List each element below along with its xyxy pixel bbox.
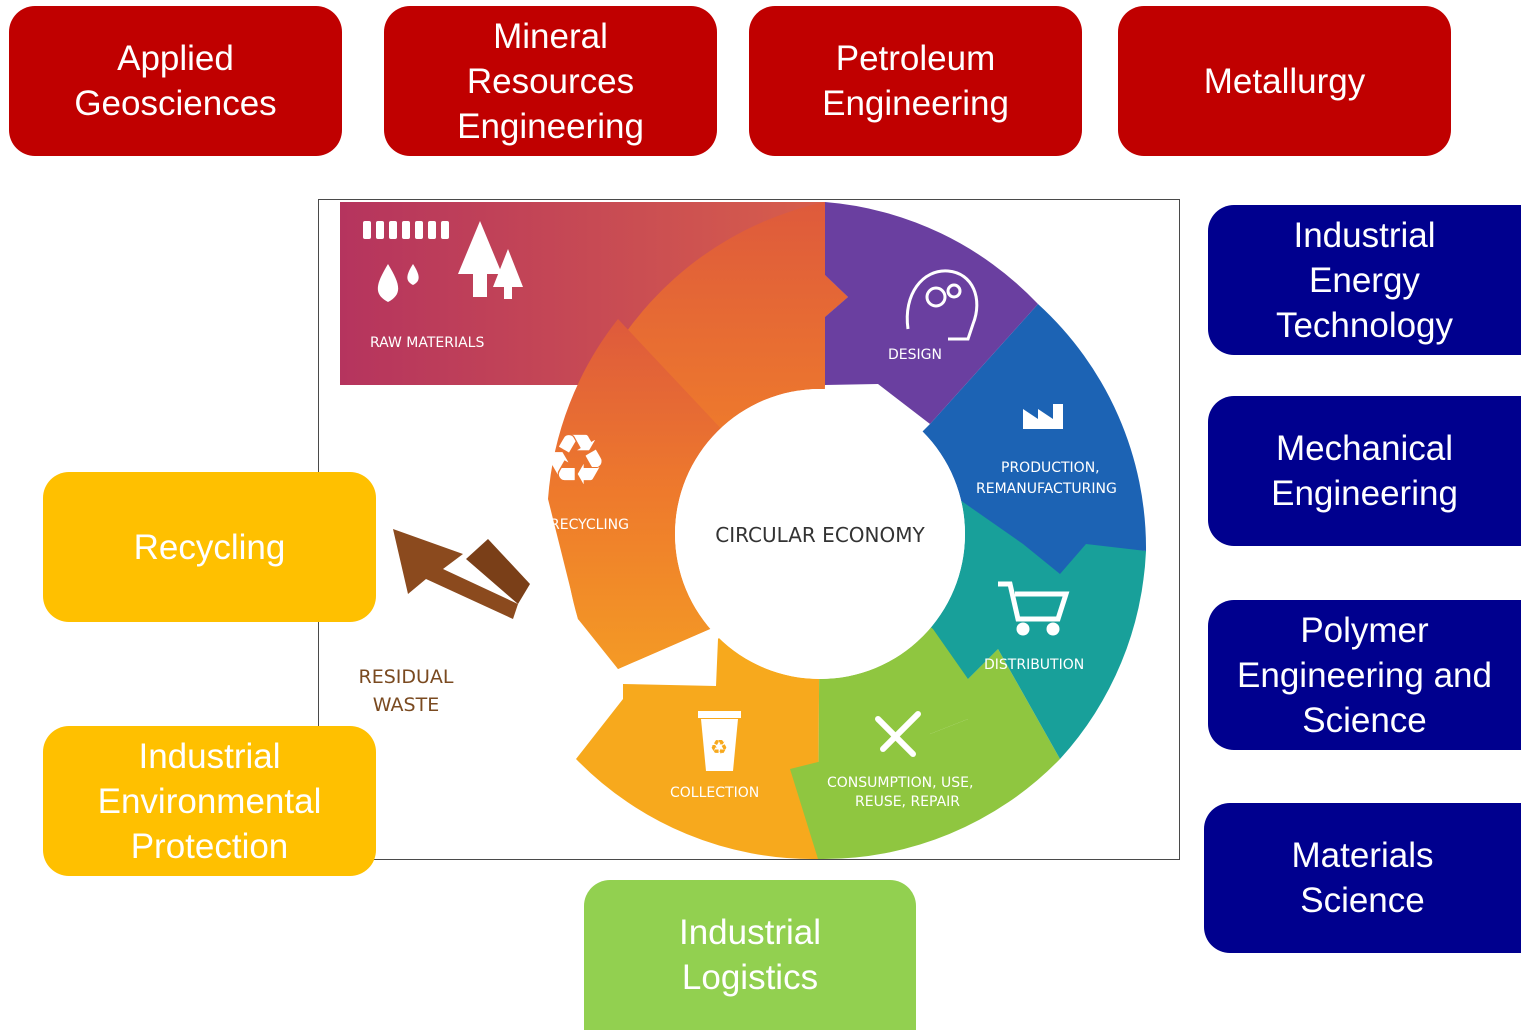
- water-drop-icon: [377, 264, 419, 302]
- circular-economy-label: CIRCULAR ECONOMY: [715, 523, 925, 547]
- residual-waste-label-2: WASTE: [373, 694, 439, 716]
- box-industrial-logistics: Industrial Logistics: [584, 880, 916, 1030]
- head-gears-icon: [905, 269, 979, 341]
- raw-materials-label: RAW MATERIALS: [370, 335, 484, 351]
- design-segment: [825, 202, 1038, 424]
- wheat-icon: [363, 221, 449, 239]
- residual-waste-arrow: [393, 529, 518, 619]
- box-recycling: Recycling: [43, 472, 376, 622]
- box-industrial-environmental-protection: Industrial Environmental Protection: [43, 726, 376, 876]
- residual-waste-label-1: RESIDUAL: [359, 666, 454, 688]
- box-materials-science: Materials Science: [1204, 803, 1521, 953]
- box-applied-geosciences: Applied Geosciences: [9, 6, 342, 156]
- shopping-cart-icon: [998, 581, 1070, 636]
- box-mechanical-engineering: Mechanical Engineering: [1208, 396, 1521, 546]
- production-label-1: PRODUCTION,: [1001, 460, 1100, 476]
- box-polymer-engineering-and-science: Polymer Engineering and Science: [1208, 600, 1521, 750]
- recycle-bin-icon: ♻: [698, 711, 741, 771]
- box-metallurgy: Metallurgy: [1118, 6, 1451, 156]
- design-label: DESIGN: [888, 347, 942, 363]
- circular-economy-diagram: ♻ ♻ RAW MATERIALS DESIGN PRODUCTION, REM…: [340, 202, 1147, 860]
- consumption-label-2: REUSE, REPAIR: [855, 794, 960, 810]
- recycle-icon: ♻: [545, 419, 608, 501]
- consumption-label-1: CONSUMPTION, USE,: [827, 775, 973, 791]
- box-mineral-resources-engineering: Mineral Resources Engineering: [384, 6, 717, 156]
- collection-label: COLLECTION: [670, 785, 759, 801]
- factory-icon: [1023, 404, 1063, 429]
- box-industrial-energy-technology: Industrial Energy Technology: [1208, 205, 1521, 355]
- distribution-label: DISTRIBUTION: [984, 657, 1084, 673]
- box-petroleum-engineering: Petroleum Engineering: [749, 6, 1082, 156]
- center-circle: [675, 389, 965, 679]
- production-segment: [820, 304, 1147, 574]
- tools-icon: [875, 711, 921, 757]
- svg-text:♻: ♻: [710, 735, 728, 759]
- recycling-label: RECYCLING: [550, 517, 629, 533]
- tree-icon: [458, 221, 523, 299]
- production-label-2: REMANUFACTURING: [976, 481, 1117, 497]
